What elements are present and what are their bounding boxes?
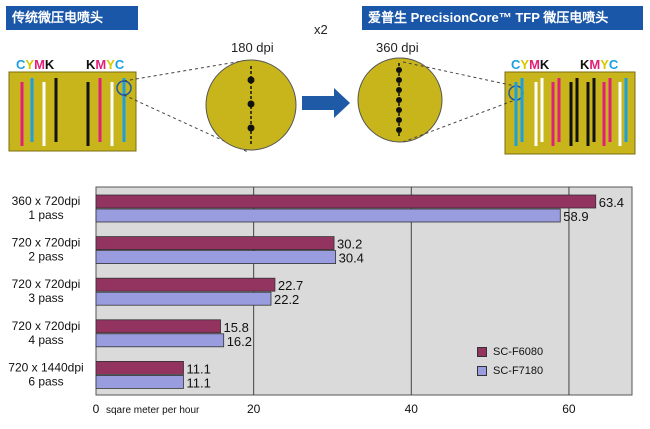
x-tick-label: 60: [562, 402, 576, 416]
right-nozzle-dot: [396, 87, 402, 93]
right-zoom-line-bottom: [402, 99, 516, 143]
right-nozzle-dot: [396, 117, 402, 123]
bar-series-a: [95, 277, 276, 292]
legend-swatch-series-b: [477, 366, 487, 377]
left-nozzle-dot: [247, 100, 255, 108]
right-cymk-label: CYMK: [511, 57, 550, 72]
y-category-label: 1 pass: [28, 208, 63, 222]
y-category-label: 360 x 720dpi: [12, 194, 81, 208]
bar-series-b: [95, 374, 184, 389]
left-nozzle-panel: [8, 71, 137, 152]
multiplier-label: x2: [314, 22, 328, 37]
bar-series-a: [95, 194, 597, 209]
x-tick-label: 20: [247, 402, 261, 416]
left-zoom-line-bottom: [123, 94, 249, 153]
y-category-label: 4 pass: [28, 333, 63, 347]
right-nozzle-dot: [396, 107, 402, 113]
bar-value-label: 15.8: [224, 320, 249, 335]
right-nozzle-dot: [396, 77, 402, 83]
right-nozzle-dot: [396, 67, 402, 73]
right-dpi-label: 360 dpi: [376, 40, 419, 55]
legend-label-series-b: SC-F7180: [493, 365, 544, 377]
bar-series-b: [95, 250, 337, 264]
left-nozzle-dot: [247, 76, 255, 84]
y-category-label: 6 pass: [28, 374, 63, 388]
right-title: 爱普生 PrecisionCore™ TFP 微压电喷头: [362, 6, 643, 30]
legend-item-series-b: SC-F7180: [477, 365, 543, 377]
throughput-chart: 0 20 40 60 sqare meter per hour 63.4 58.9 360 x…: [8, 186, 633, 416]
bar-value-label: 30.2: [337, 237, 362, 252]
bar-value-label: 11.1: [186, 375, 210, 390]
left-zoom-line-top: [123, 59, 249, 82]
right-zoom-line-top: [402, 61, 516, 87]
legend-label-series-a: SC-F6080: [493, 346, 544, 358]
left-cymk-label: CYMK: [16, 57, 55, 72]
y-category-label: 3 pass: [28, 291, 63, 305]
y-category-label: 2 pass: [28, 250, 63, 264]
bar-series-b: [95, 333, 225, 348]
printhead-diagram: [8, 57, 636, 155]
bar-value-label: 16.2: [227, 334, 252, 349]
x-tick-label: 0: [93, 402, 100, 416]
bar-value-label: 63.4: [599, 195, 624, 210]
y-category-label: 720 x 720dpi: [12, 319, 81, 333]
bar-series-b: [95, 291, 272, 306]
bar-value-label: 22.7: [278, 278, 303, 293]
bar-value-label: 30.4: [339, 251, 364, 266]
x-axis-title: sqare meter per hour: [106, 405, 200, 416]
right-kmyc-label: KMYC: [580, 57, 619, 72]
y-category-label: 720 x 720dpi: [12, 236, 81, 250]
x-tick-label: 40: [405, 402, 419, 416]
legend-swatch-series-a: [477, 347, 487, 358]
y-category-label: 720 x 1440dpi: [8, 360, 83, 374]
left-title: 传统微压电喷头: [6, 6, 138, 30]
left-kmyc-label: KMYC: [86, 57, 125, 72]
y-category-label: 720 x 720dpi: [12, 277, 81, 291]
legend-item-series-a: SC-F6080: [477, 346, 543, 358]
bar-value-label: 58.9: [563, 209, 588, 224]
bar-series-a: [95, 360, 184, 375]
left-dpi-label: 180 dpi: [231, 40, 274, 55]
right-nozzle-dot: [396, 97, 402, 103]
bar-series-b: [95, 208, 561, 223]
left-nozzle-dot: [247, 124, 255, 132]
bar-series-a: [95, 319, 221, 334]
bar-value-label: 11.1: [186, 361, 210, 376]
bar-series-a: [95, 236, 335, 250]
bar-value-label: 22.2: [274, 292, 299, 307]
right-nozzle-dot: [396, 127, 402, 133]
arrow-icon: [302, 88, 350, 118]
